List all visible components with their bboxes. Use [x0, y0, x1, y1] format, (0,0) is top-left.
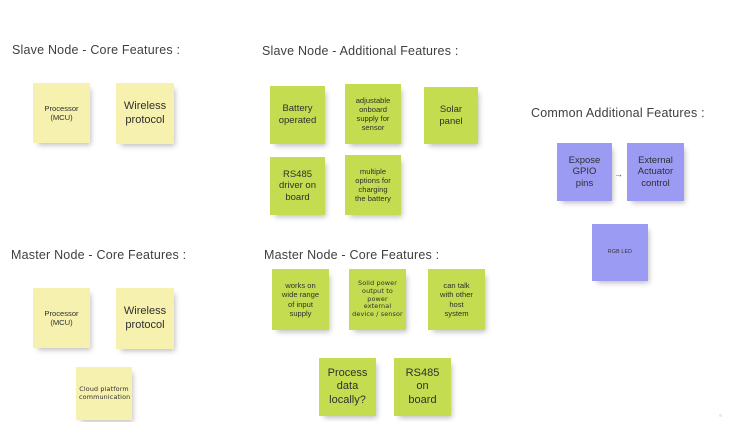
sticky-note-external-actuator-control[interactable]: External Actuator control [627, 143, 684, 201]
sticky-note-text: Cloud platform communication [79, 384, 131, 401]
sticky-note-solid-power-output[interactable]: Solid power output to power external dev… [349, 269, 406, 330]
sticky-note-can-talk-with-other-host[interactable]: can talk with other host system [428, 269, 485, 330]
section-title-slave-core: Slave Node - Core Features : [12, 43, 181, 57]
sticky-note-text: can talk with other host system [440, 281, 473, 318]
sticky-note-solar-panel[interactable]: Solar panel [424, 87, 478, 144]
sticky-note-process-data-locally[interactable]: Process data locally? [319, 358, 376, 416]
sticky-note-battery-operated[interactable]: Battery operated [270, 86, 325, 144]
sticky-note-wireless-protocol-slave[interactable]: Wireless protocol [116, 83, 174, 144]
section-title-common-additional: Common Additional Features : [531, 106, 705, 120]
sticky-note-text: Processor (MCU) [44, 308, 79, 327]
sticky-note-rgb-led[interactable]: RGB LED [592, 224, 648, 281]
sticky-note-text: Expose GPIO pins [568, 154, 601, 189]
sticky-note-processor-mcu-master[interactable]: Processor (MCU) [33, 288, 90, 348]
sticky-note-text: multiple options for charging the batter… [355, 166, 391, 204]
sticky-note-text: adjustable onboard supply for sensor [355, 95, 391, 133]
sticky-note-works-on-wide-input-range[interactable]: works on wide range of input supply [272, 269, 329, 330]
sticky-note-multiple-charging-options[interactable]: multiple options for charging the batter… [345, 155, 401, 215]
sticky-note-adjustable-onboard-supply[interactable]: adjustable onboard supply for sensor [345, 84, 401, 144]
sticky-note-expose-gpio-pins[interactable]: Expose GPIO pins [557, 143, 612, 201]
sticky-note-text: Solar panel [439, 103, 463, 127]
sticky-note-rs485-driver-on-board[interactable]: RS485 driver on board [270, 157, 325, 215]
canvas-artifact-speck [719, 414, 722, 417]
section-title-master-core-left: Master Node - Core Features : [11, 248, 187, 262]
sticky-note-text: RS485 on board [405, 366, 440, 406]
sticky-note-text: Process data locally? [327, 366, 368, 406]
section-title-slave-additional: Slave Node - Additional Features : [262, 44, 459, 58]
sticky-note-text: Solid power output to power external dev… [352, 278, 403, 319]
sticky-note-text: Processor (MCU) [44, 103, 79, 122]
sticky-note-text: Battery operated [278, 103, 317, 126]
sticky-note-text: Wireless protocol [123, 305, 167, 331]
sticky-note-text: works on wide range of input supply [281, 281, 320, 318]
sticky-note-wireless-protocol-master[interactable]: Wireless protocol [116, 288, 174, 349]
sticky-note-text: Wireless protocol [123, 100, 167, 126]
sticky-note-rs485-on-board-master[interactable]: RS485 on board [394, 358, 451, 416]
sticky-note-processor-mcu-slave[interactable]: Processor (MCU) [33, 83, 90, 143]
sticky-note-cloud-platform-communication[interactable]: Cloud platform communication [76, 367, 132, 420]
sticky-note-text: RGB LED [607, 249, 633, 256]
arrow-right-icon: → [614, 169, 623, 179]
sticky-note-text: RS485 driver on board [279, 168, 316, 203]
sticky-note-text: External Actuator control [637, 154, 674, 189]
section-title-master-core-right: Master Node - Core Features : [264, 248, 440, 262]
